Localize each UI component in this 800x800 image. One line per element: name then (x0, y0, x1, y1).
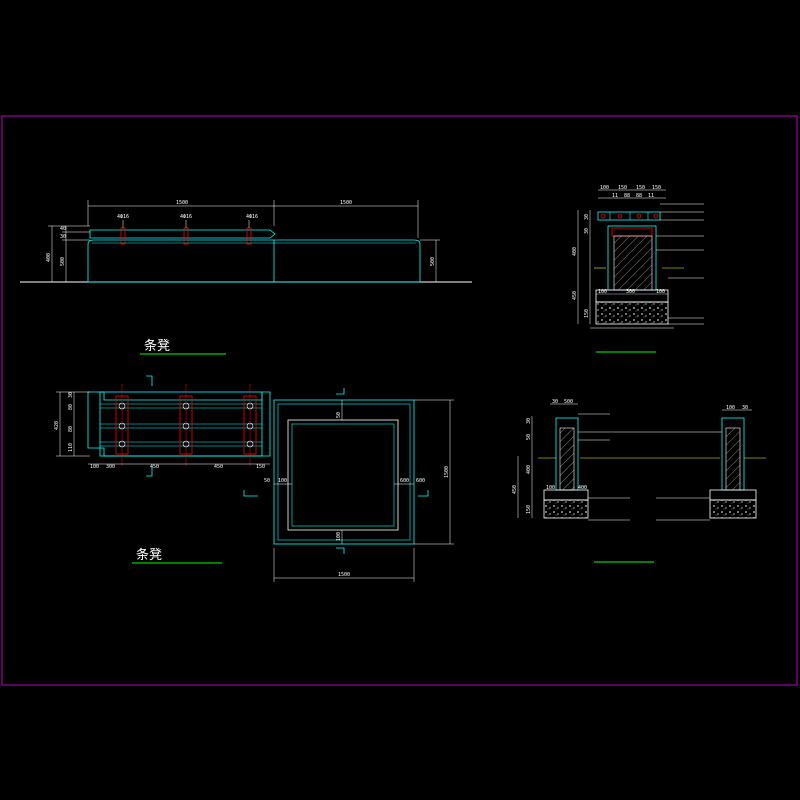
lower-section-left-dim: 450 (512, 485, 518, 494)
section-top-dim: 150 (636, 185, 645, 191)
left-dim: 500 (60, 257, 66, 266)
planter-plan: 50 100 50 100 600 600 1500 1500 (243, 388, 454, 582)
lower-section-left-dim: 400 (526, 465, 532, 474)
plan-bottom-dim: 150 (256, 464, 265, 470)
right-dim: 500 (430, 257, 436, 266)
lower-section-top-dim: 500 (564, 399, 573, 405)
planter-dim: 100 (336, 532, 342, 541)
bench-elevation: 4Ф16 4Ф16 4Ф16 1500 1500 40 30 400 500 5… (20, 200, 472, 283)
section-left-dim: 150 (584, 309, 590, 318)
section-bottom-dim: 300 (626, 289, 635, 295)
elevation-title: 条凳 (144, 338, 170, 354)
section-top-dim2: 11 (648, 193, 654, 199)
left-dim: 40 (60, 226, 66, 232)
section-top-dim: 150 (618, 185, 627, 191)
planter-height-dim: 1500 (444, 466, 450, 478)
lower-section-top-dim: 30 (742, 405, 748, 411)
plan-left-dim: 30 (68, 392, 74, 398)
plan-bolts (115, 384, 257, 466)
plan-bottom-dim: 100 (90, 464, 99, 470)
section-top-dim: 100 (600, 185, 609, 191)
planter-section: 30 500 100 30 30 50 400 450 150 100 400 (512, 399, 766, 521)
section-left-dim: 450 (572, 291, 578, 300)
plan-left-dim: 80 (68, 404, 74, 410)
lower-section-bottom-dim: 400 (578, 485, 587, 491)
top-dim: 1500 (340, 200, 352, 206)
left-dim: 30 (60, 234, 66, 240)
planter-width-dim: 1500 (338, 572, 350, 578)
left-dim: 400 (46, 253, 52, 262)
elevation-seat-top (89, 229, 276, 239)
section-left-dim: 400 (572, 247, 578, 256)
section-top-dim2: 88 (636, 193, 642, 199)
lower-section-left-dim: 150 (526, 505, 532, 514)
bolt-label: 4Ф16 (246, 214, 258, 220)
bolt-label: 4Ф16 (117, 214, 129, 220)
lower-section-bottom-dim: 100 (546, 485, 555, 491)
bench-plan: 30 80 420 80 110 100 300 450 450 150 (54, 375, 271, 477)
section-left-dim: 30 (584, 214, 590, 220)
planter-dim: 600 (416, 478, 425, 484)
plan-bottom-dim: 450 (150, 464, 159, 470)
drawing-frame (1, 115, 798, 686)
planter-dim: 600 (400, 478, 409, 484)
section-top-dim2: 88 (624, 193, 630, 199)
section-left-dim: 30 (584, 228, 590, 234)
bench-section: 100 150 150 150 11 88 88 11 30 30 400 45… (572, 185, 704, 329)
lower-section-left-dim: 50 (526, 434, 532, 440)
plan-left-dim: 110 (68, 443, 74, 452)
section-top-dim: 150 (652, 185, 661, 191)
lower-section-left-dim: 30 (526, 418, 532, 424)
plan-left-dim: 420 (54, 421, 60, 430)
planter-dim: 50 (264, 478, 270, 484)
plan-seat (87, 391, 271, 457)
plan-title: 条凳 (136, 547, 162, 563)
plan-left-dim: 80 (68, 426, 74, 432)
lower-section-top-dim: 30 (552, 399, 558, 405)
elevation-body (87, 239, 421, 283)
planter-dim: 50 (336, 412, 342, 418)
section-top-dim2: 11 (612, 193, 618, 199)
plan-bottom-dim: 300 (106, 464, 115, 470)
section-bottom-dim: 100 (598, 289, 607, 295)
section-bottom-dim: 100 (656, 289, 665, 295)
planter-dim: 100 (278, 478, 287, 484)
bolt-label: 4Ф16 (180, 214, 192, 220)
plan-bottom-dim: 450 (214, 464, 223, 470)
top-dim: 1500 (176, 200, 188, 206)
lower-section-top-dim: 100 (726, 405, 735, 411)
